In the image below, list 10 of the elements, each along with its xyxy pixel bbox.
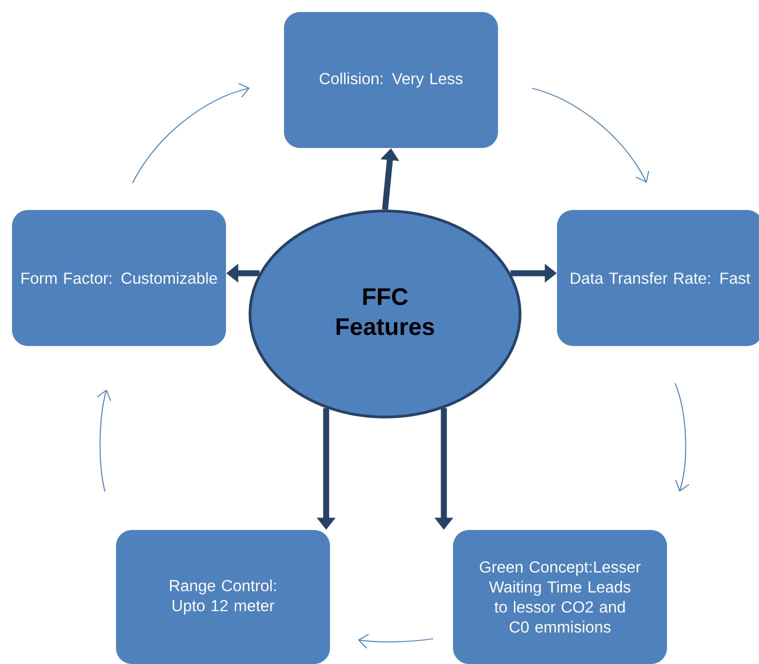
arrow bbox=[132, 82, 250, 184]
arrow bbox=[96, 389, 112, 492]
feature-box: Range Control: Upto 12 meter bbox=[116, 530, 330, 664]
feature-box: Green Concept:Lesser Waiting Time Leads to lessor CO2 and C0 emmisions bbox=[453, 530, 667, 664]
feature-box: Form Factor: Customizable bbox=[12, 210, 226, 346]
feature-box: Data Transfer Rate: Fast bbox=[557, 210, 759, 346]
arrow bbox=[358, 634, 434, 649]
feature-box: Collision: Very Less bbox=[284, 12, 498, 148]
arrow bbox=[674, 382, 690, 492]
arrow bbox=[532, 88, 650, 183]
